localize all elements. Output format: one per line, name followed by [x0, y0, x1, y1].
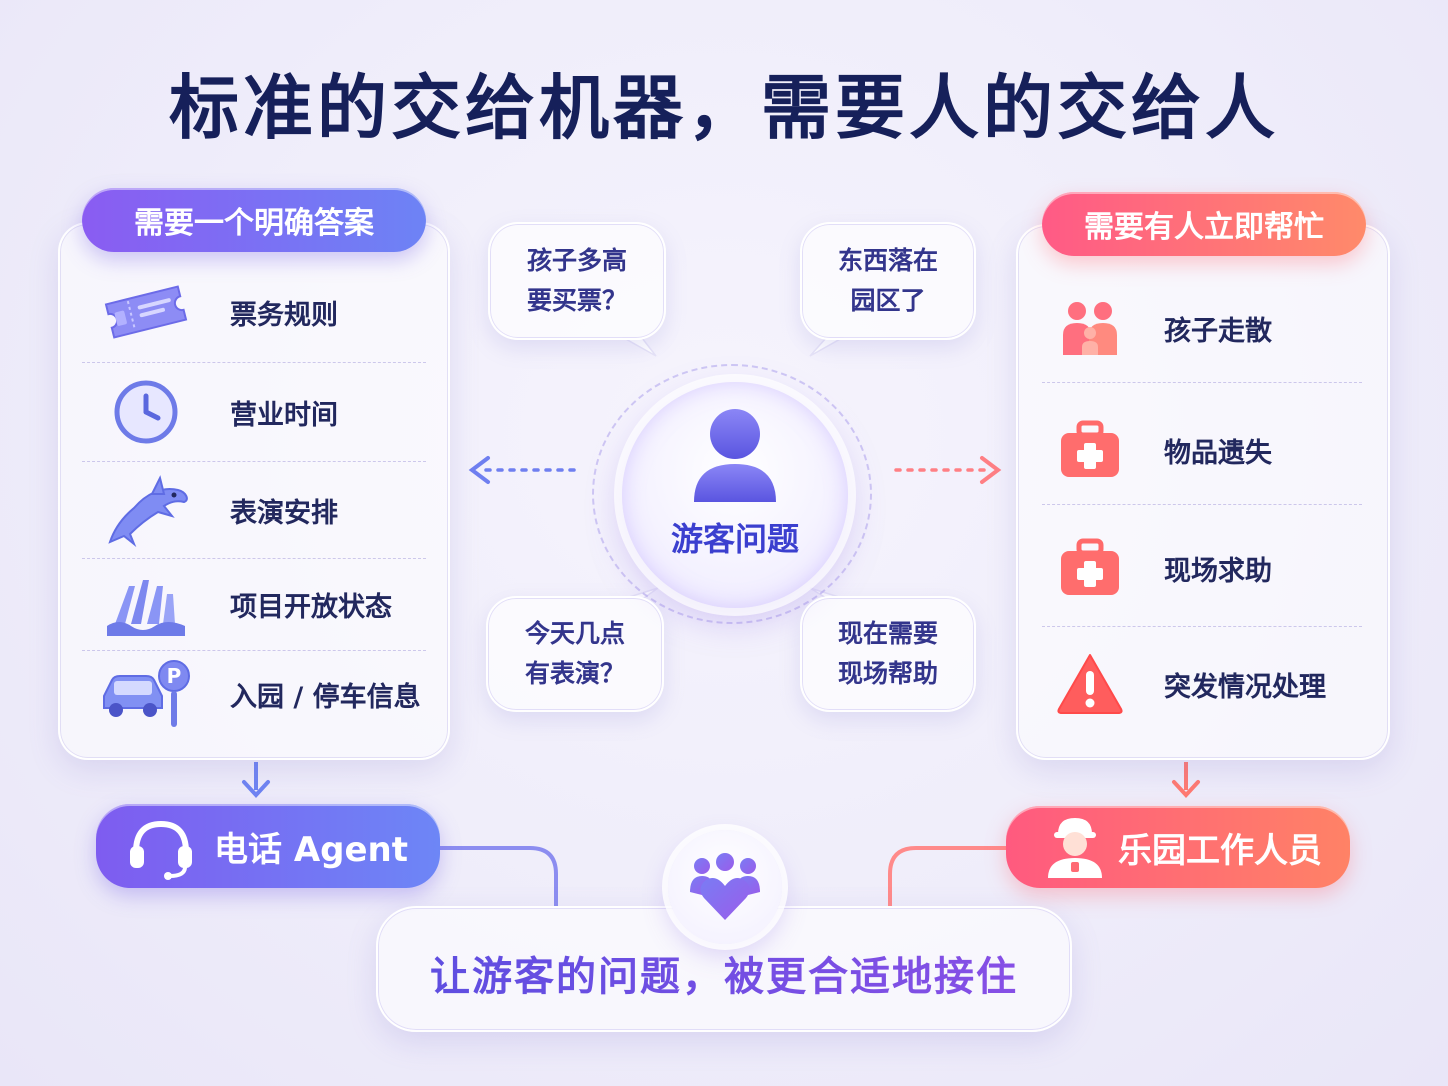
divider	[82, 650, 426, 651]
divider	[82, 362, 426, 363]
list-item-label: 现场求助	[1164, 555, 1272, 587]
divider	[82, 558, 426, 559]
first-aid-kit-icon	[1040, 410, 1140, 490]
question-bubble: 东西落在 园区了	[800, 222, 976, 340]
list-item: 物品遗失	[1040, 410, 1272, 490]
list-item-label: 突发情况处理	[1164, 671, 1326, 703]
bubble-line: 要买票？	[526, 286, 627, 315]
person-icon	[694, 409, 776, 502]
list-item: 表演安排	[96, 470, 338, 550]
list-item-label: 物品遗失	[1164, 437, 1272, 469]
warning-icon	[1040, 644, 1140, 724]
list-item: 突发情况处理	[1040, 644, 1326, 724]
list-item-label: 项目开放状态	[230, 591, 392, 623]
list-item-label: 孩子走散	[1164, 315, 1272, 347]
machine-category-header: 需要一个明确答案	[82, 188, 426, 252]
water-ride-icon	[96, 564, 196, 644]
park-staff-target: 乐园工作人员	[1006, 806, 1350, 888]
phone-agent-target: 电话 Agent	[96, 804, 440, 888]
park-staff-label: 乐园工作人员	[1118, 830, 1322, 871]
center-ring	[592, 364, 872, 624]
divider	[1042, 626, 1362, 627]
human-category-panel	[1016, 224, 1390, 760]
headset-icon	[130, 820, 192, 880]
people-heart-icon	[690, 853, 760, 920]
human-category-header: 需要有人立即帮忙	[1042, 192, 1366, 256]
list-item: 项目开放状态	[96, 564, 392, 644]
question-bubble: 今天几点 有表演？	[486, 596, 664, 712]
care-badge	[668, 830, 782, 944]
page-title: 标准的交给机器，需要人的交给人	[169, 67, 1279, 149]
question-bubble: 现在需要 现场帮助	[800, 596, 976, 712]
list-item: 营业时间	[96, 372, 338, 452]
car-parking-icon: P	[96, 654, 196, 734]
list-item-label: 入园 / 停车信息	[230, 681, 421, 713]
bubble-line: 孩子多高	[526, 246, 627, 275]
first-aid-kit-icon	[1040, 528, 1140, 608]
list-item: 孩子走散	[1040, 288, 1272, 368]
bubble-line: 现场帮助	[837, 659, 938, 688]
conclusion-text: 让游客的问题，被更合适地接住	[376, 944, 1072, 1002]
bubble-line: 现在需要	[837, 619, 938, 648]
list-item-label: 营业时间	[230, 399, 338, 431]
list-item: P 入园 / 停车信息	[96, 654, 421, 734]
dolphin-icon	[96, 470, 196, 550]
divider	[82, 461, 426, 462]
phone-agent-label: 电话 Agent	[214, 829, 409, 870]
clock-icon	[96, 372, 196, 452]
divider	[1042, 504, 1362, 505]
divider	[1042, 382, 1362, 383]
family-icon	[1040, 288, 1140, 368]
bubble-line: 今天几点	[524, 619, 625, 648]
visitor-question-label: 游客问题	[670, 520, 799, 558]
staff-person-icon	[1048, 818, 1102, 878]
svg-text:P: P	[167, 664, 182, 688]
bubble-line: 有表演？	[524, 659, 625, 688]
list-item-label: 票务规则	[230, 299, 338, 331]
ticket-icon	[96, 272, 196, 352]
list-item-label: 表演安排	[230, 497, 338, 529]
bubble-line: 东西落在	[837, 246, 938, 275]
list-item: 现场求助	[1040, 528, 1272, 608]
question-bubble: 孩子多高 要买票？	[488, 222, 666, 340]
list-item: 票务规则	[96, 272, 338, 352]
visitor-question-hub	[622, 382, 848, 608]
bubble-line: 园区了	[850, 286, 926, 315]
